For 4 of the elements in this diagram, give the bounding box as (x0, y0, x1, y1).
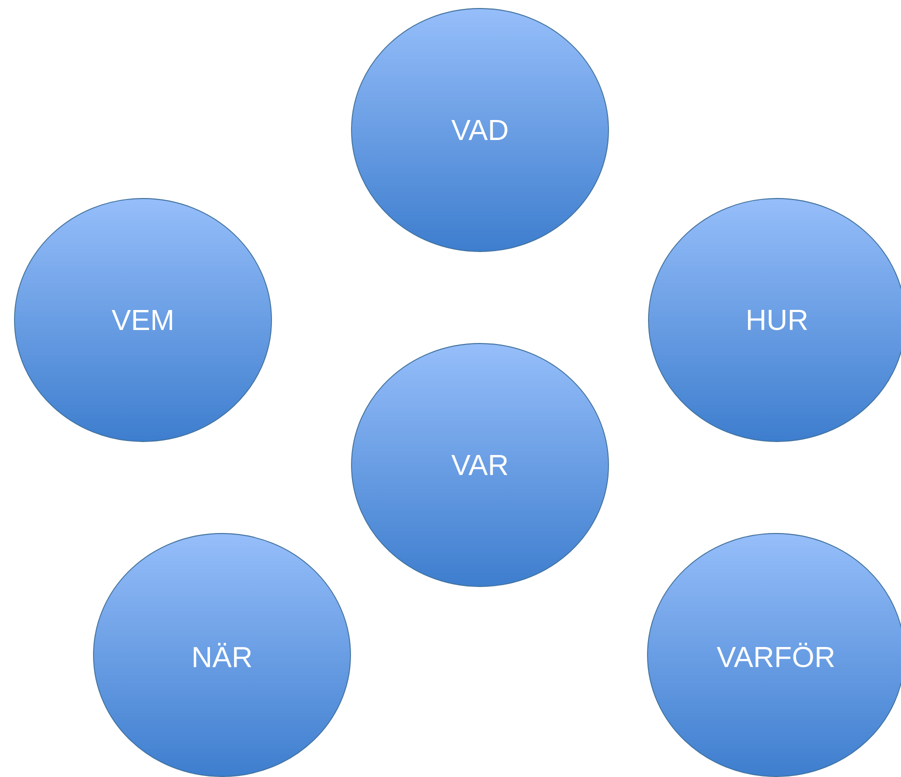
circle-node: VAD (351, 8, 609, 252)
circle-node: VEM (14, 198, 272, 442)
circle-node: VAR (351, 343, 609, 587)
circle-node: NÄR (93, 533, 351, 777)
